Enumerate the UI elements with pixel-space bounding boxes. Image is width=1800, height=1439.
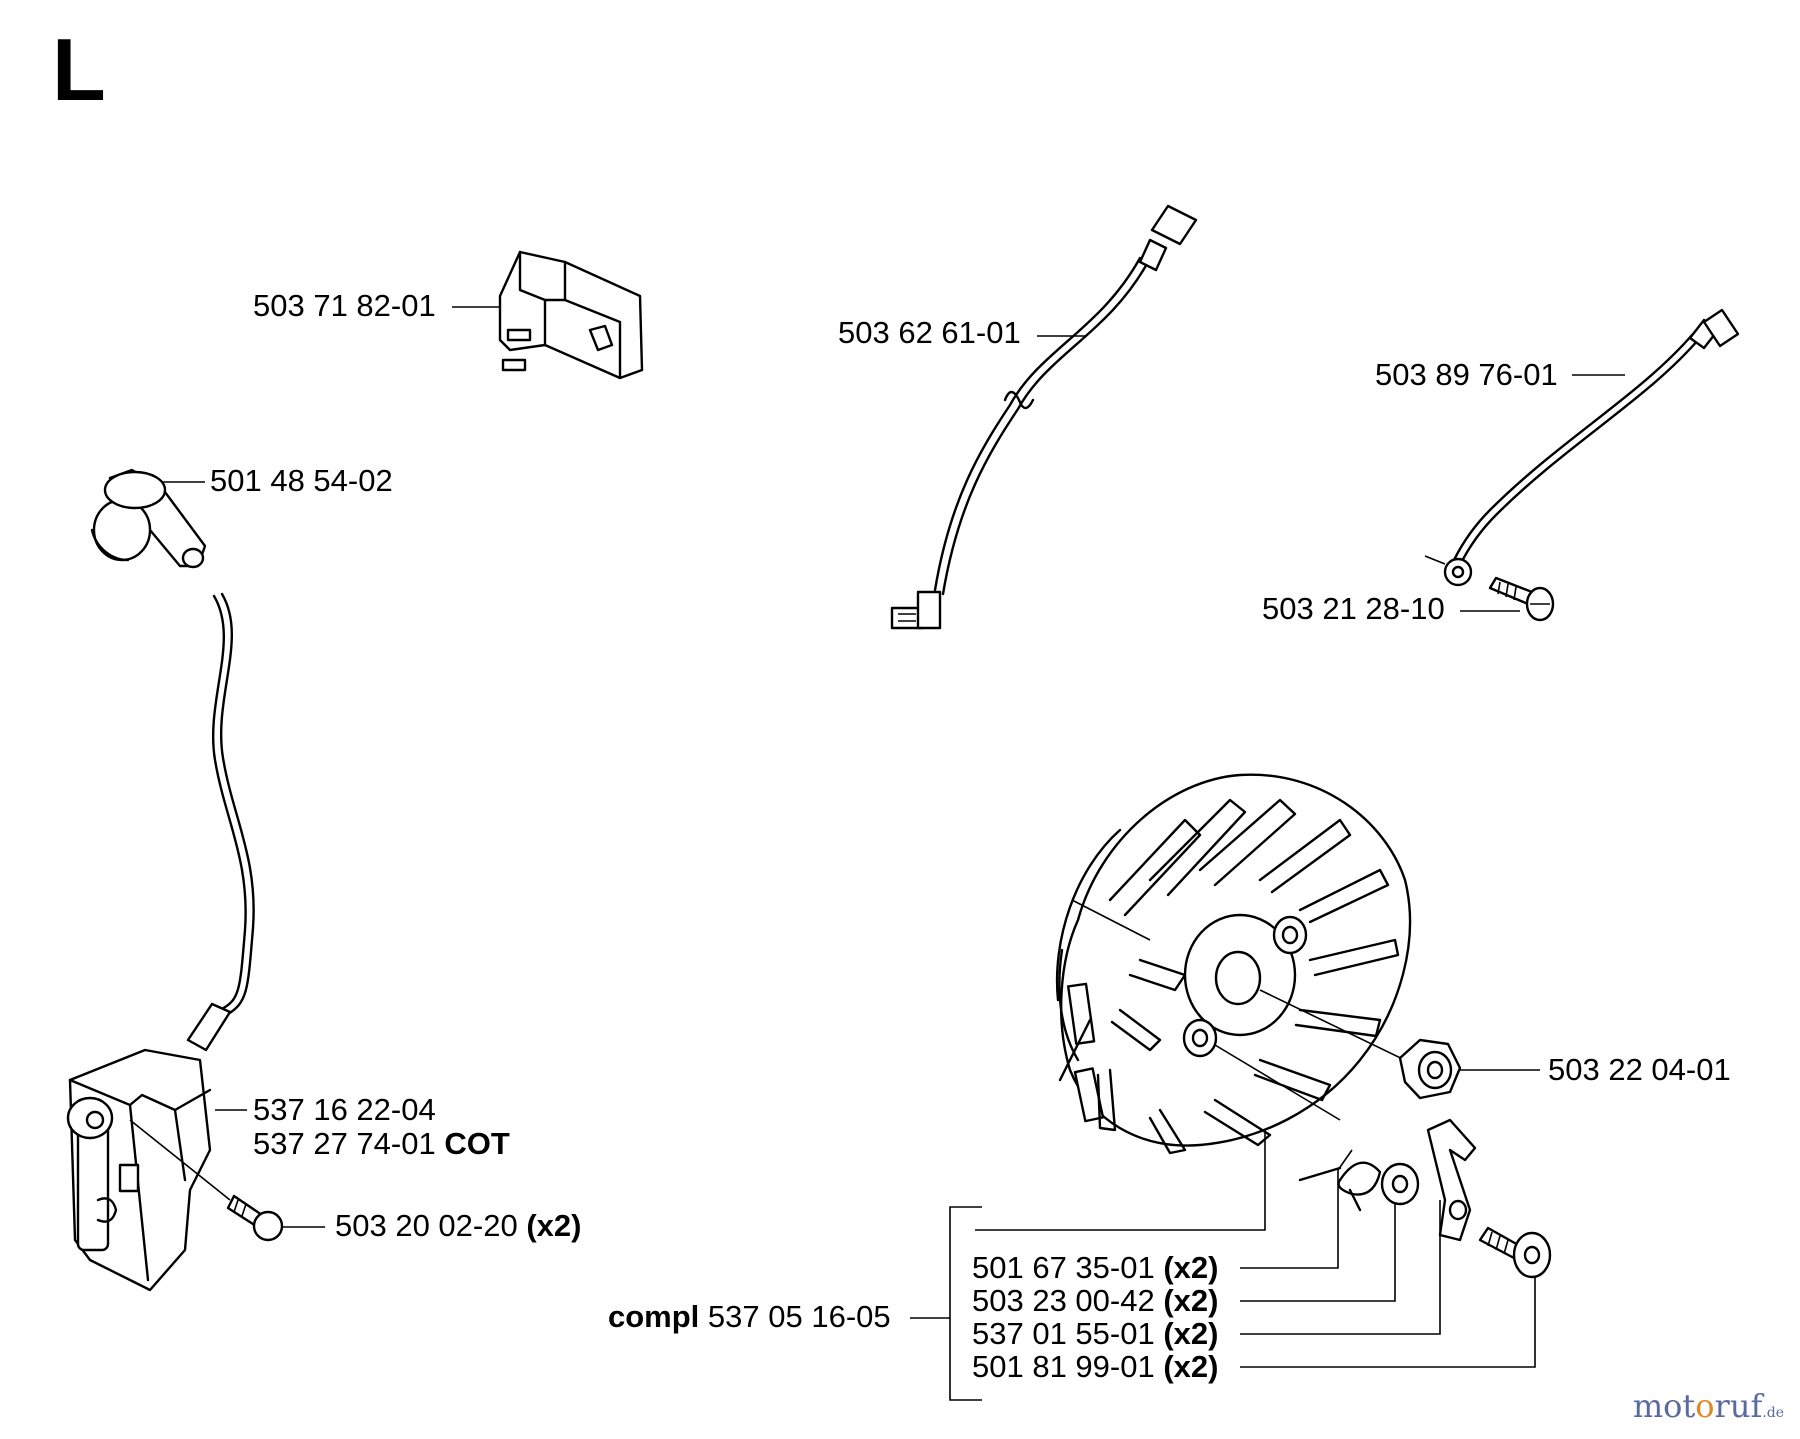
flywheel-drawing [1055,773,1552,1279]
leader-lines [150,306,1625,1401]
flywheel-part-label: 501 81 99-01 (x2) [972,1350,1218,1384]
flywheel-part-label: 501 67 35-01 (x2) [972,1251,1218,1285]
flywheel-part-qty: (x2) [1163,1250,1219,1285]
flywheel-part-number: 537 01 55-01 [972,1316,1155,1351]
flywheel-part-qty: (x2) [1163,1316,1219,1351]
module-2-suffix: COT [444,1126,510,1161]
section-letter: L [52,20,106,119]
ignition-module-drawing [66,1048,284,1292]
part-label-switch: 503 71 82-01 [253,288,436,323]
cable-a-drawing [890,204,1198,630]
module-screw-qty: (x2) [526,1208,582,1243]
part-label-compl: compl 537 05 16-05 [608,1300,891,1334]
compl-number: 537 05 16-05 [707,1299,891,1334]
part-label-cable-b: 503 89 76-01 [1375,357,1558,392]
part-label-nut: 503 22 04-01 [1548,1052,1731,1087]
flywheel-part-qty: (x2) [1163,1283,1219,1318]
flywheel-part-number: 501 67 35-01 [972,1250,1155,1285]
spark-plug-cap-drawing [90,468,255,1052]
compl-prefix: compl [608,1299,700,1334]
part-label-cable-a: 503 62 61-01 [838,315,1021,350]
module-screw-number: 503 20 02-20 [335,1208,518,1243]
part-label-module-1: 537 16 22-04 [253,1092,436,1127]
part-label-module-screw: 503 20 02-20 (x2) [335,1209,581,1243]
part-label-spark-cap: 501 48 54-02 [210,463,393,498]
module-2-number: 537 27 74-01 [253,1126,436,1161]
flywheel-part-number: 503 23 00-42 [972,1283,1155,1318]
cable-b-drawing [1424,308,1740,622]
flywheel-part-label: 503 23 00-42 (x2) [972,1284,1218,1318]
part-label-module-2: 537 27 74-01 COT [253,1127,510,1161]
flywheel-part-label: 537 01 55-01 (x2) [972,1317,1218,1351]
stop-switch-drawing [498,250,644,380]
part-label-screw-small: 503 21 28-10 [1262,591,1445,626]
flywheel-part-number: 501 81 99-01 [972,1349,1155,1384]
flywheel-part-qty: (x2) [1163,1349,1219,1384]
watermark-logo: motoruf.de [1632,1387,1784,1425]
